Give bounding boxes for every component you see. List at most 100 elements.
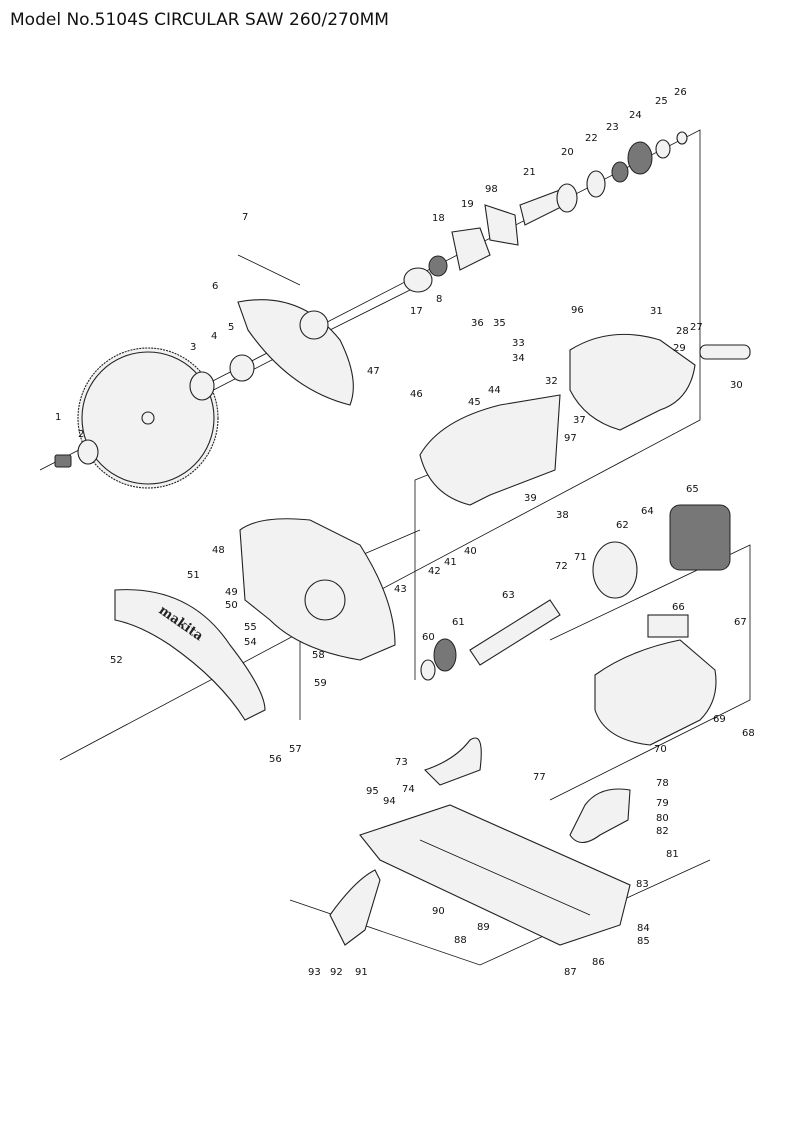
part-label: 93 bbox=[308, 967, 321, 978]
part-label: 97 bbox=[564, 433, 577, 444]
part-label: 91 bbox=[355, 967, 368, 978]
part-label: 71 bbox=[574, 552, 587, 563]
part-label: 21 bbox=[523, 167, 536, 178]
motor-housing-front bbox=[239, 518, 396, 661]
part-label: 67 bbox=[734, 617, 747, 628]
part-label: 90 bbox=[432, 906, 445, 917]
part-label: 72 bbox=[555, 561, 568, 572]
part-label: 2 bbox=[78, 429, 84, 440]
part-label: 3 bbox=[190, 342, 196, 353]
part-label: 40 bbox=[464, 546, 477, 557]
part-label: 57 bbox=[289, 744, 302, 755]
part-label: 30 bbox=[730, 380, 743, 391]
part-label: 48 bbox=[212, 545, 225, 556]
page-title: Model No.5104S CIRCULAR SAW 260/270MM bbox=[10, 10, 389, 30]
part-label: 89 bbox=[477, 922, 490, 933]
part-label: 28 bbox=[676, 326, 689, 337]
part-label: 20 bbox=[561, 147, 574, 158]
part-label: 56 bbox=[269, 754, 282, 765]
blade-flanges bbox=[54, 354, 255, 468]
part-label: 34 bbox=[512, 353, 525, 364]
part-label: 65 bbox=[686, 484, 699, 495]
part-labels: 1 2 3 4 5 6 7 8 17 18 19 98 21 20 22 23 … bbox=[55, 87, 755, 978]
part-label: 1 bbox=[55, 412, 61, 423]
part-label: 59 bbox=[314, 678, 327, 689]
part-label: 73 bbox=[395, 757, 408, 768]
part-label: 74 bbox=[402, 784, 415, 795]
part-label: 86 bbox=[592, 957, 605, 968]
part-label: 88 bbox=[454, 935, 467, 946]
part-label: 96 bbox=[571, 305, 584, 316]
part-label: 82 bbox=[656, 826, 669, 837]
part-label: 35 bbox=[493, 318, 506, 329]
part-label: 6 bbox=[212, 281, 218, 292]
part-label: 26 bbox=[674, 87, 687, 98]
part-label: 44 bbox=[488, 385, 501, 396]
part-label: 24 bbox=[629, 110, 642, 121]
part-label: 47 bbox=[367, 366, 380, 377]
part-label: 5 bbox=[228, 322, 234, 333]
bearing-box-parts bbox=[403, 131, 688, 293]
base-plate bbox=[359, 804, 631, 946]
part-label: 7 bbox=[242, 212, 248, 223]
part-label: 17 bbox=[410, 306, 423, 317]
part-label: 27 bbox=[690, 322, 703, 333]
part-label: 77 bbox=[533, 772, 546, 783]
part-label: 43 bbox=[394, 584, 407, 595]
base-brackets bbox=[329, 737, 631, 946]
part-label: 31 bbox=[650, 306, 663, 317]
part-label: 85 bbox=[637, 936, 650, 947]
part-label: 42 bbox=[428, 566, 441, 577]
part-label: 38 bbox=[556, 510, 569, 521]
part-label: 4 bbox=[211, 331, 217, 342]
motor-housing bbox=[594, 614, 717, 746]
part-label: 36 bbox=[471, 318, 484, 329]
part-label: 64 bbox=[641, 506, 654, 517]
part-label: 80 bbox=[656, 813, 669, 824]
part-label: 78 bbox=[656, 778, 669, 789]
part-label: 22 bbox=[585, 133, 598, 144]
part-label: 66 bbox=[672, 602, 685, 613]
part-label: 79 bbox=[656, 798, 669, 809]
armature bbox=[420, 599, 561, 681]
part-label: 68 bbox=[742, 728, 755, 739]
part-label: 84 bbox=[637, 923, 650, 934]
part-label: 52 bbox=[110, 655, 123, 666]
part-label: 60 bbox=[422, 632, 435, 643]
saw-blade bbox=[77, 347, 219, 489]
part-label: 69 bbox=[713, 714, 726, 725]
part-label: 98 bbox=[485, 184, 498, 195]
part-label: 54 bbox=[244, 637, 257, 648]
part-label: 41 bbox=[444, 557, 457, 568]
part-label: 32 bbox=[545, 376, 558, 387]
part-label: 81 bbox=[666, 849, 679, 860]
part-label: 51 bbox=[187, 570, 200, 581]
part-label: 8 bbox=[436, 294, 442, 305]
part-label: 39 bbox=[524, 493, 537, 504]
safety-cover: makita bbox=[114, 589, 266, 721]
part-label: 23 bbox=[606, 122, 619, 133]
part-label: 95 bbox=[366, 786, 379, 797]
part-label: 62 bbox=[616, 520, 629, 531]
lower-guard bbox=[419, 394, 561, 506]
part-label: 92 bbox=[330, 967, 343, 978]
gear-housing bbox=[569, 333, 751, 431]
field-stator bbox=[592, 504, 731, 599]
part-label: 29 bbox=[673, 343, 686, 354]
blade-cover bbox=[237, 254, 354, 406]
part-label: 87 bbox=[564, 967, 577, 978]
part-label: 46 bbox=[410, 389, 423, 400]
part-label: 55 bbox=[244, 622, 257, 633]
part-label: 61 bbox=[452, 617, 465, 628]
part-label: 33 bbox=[512, 338, 525, 349]
part-label: 18 bbox=[432, 213, 445, 224]
part-label: 49 bbox=[225, 587, 238, 598]
part-label: 45 bbox=[468, 397, 481, 408]
part-label: 63 bbox=[502, 590, 515, 601]
part-label: 19 bbox=[461, 199, 474, 210]
part-label: 94 bbox=[383, 796, 396, 807]
part-label: 50 bbox=[225, 600, 238, 611]
part-label: 70 bbox=[654, 744, 667, 755]
part-label: 58 bbox=[312, 650, 325, 661]
